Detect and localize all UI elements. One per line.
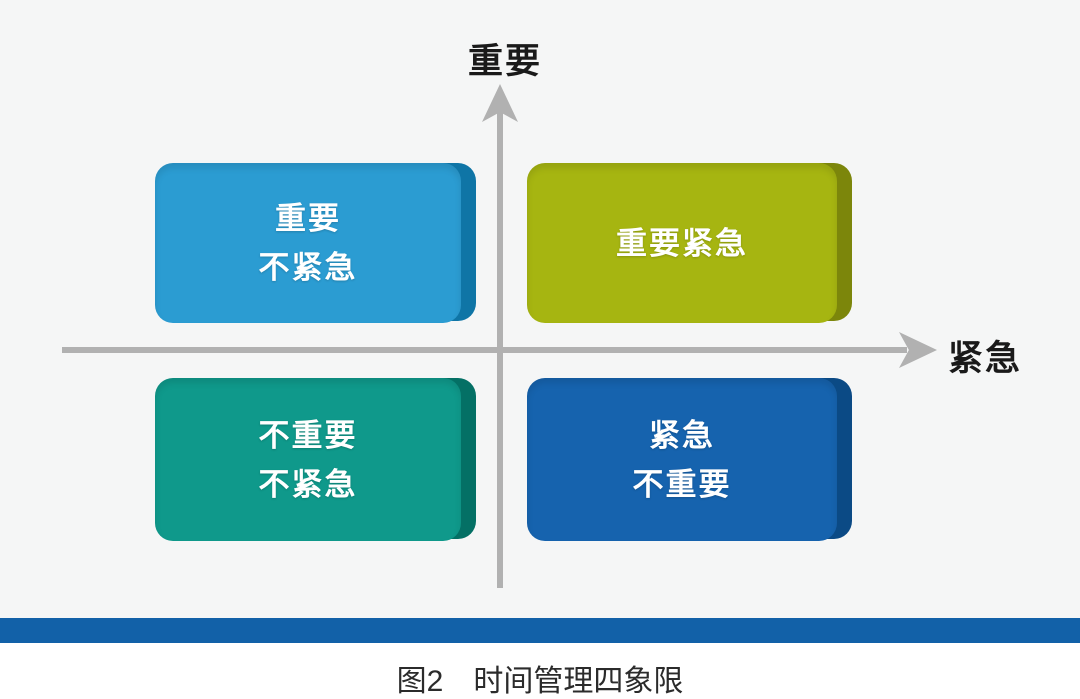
figure-title: 时间管理四象限: [473, 665, 684, 698]
quadrant-not-important-not-urgent: 不重要 不紧急: [155, 378, 476, 541]
quadrant-face: 重要 不紧急: [155, 163, 461, 323]
figure-number: 图2: [396, 665, 444, 698]
quadrant-face: 紧急 不重要: [527, 378, 837, 541]
y-axis-label: 重要: [467, 42, 542, 81]
quadrant-important-urgent: 重要紧急: [527, 163, 852, 323]
quadrant-label-line: 不紧急: [258, 250, 358, 285]
x-axis-line: [62, 347, 907, 353]
quadrant-label-line: 不重要: [632, 466, 732, 502]
quadrant-label-line: 不重要: [258, 417, 358, 453]
quadrant-urgent-not-important: 紧急 不重要: [527, 378, 852, 541]
quadrant-face: 重要紧急: [527, 163, 837, 323]
quadrant-label-line: 重要紧急: [616, 225, 748, 261]
y-axis-line: [497, 100, 503, 588]
footer-background: [0, 643, 1080, 699]
x-axis-label: 紧急: [948, 339, 1023, 378]
quadrant-label-line: 紧急: [649, 417, 715, 453]
quadrant-label-line: 重要: [275, 201, 341, 236]
quadrant-face: 不重要 不紧急: [155, 378, 461, 541]
quadrant-important-not-urgent: 重要 不紧急: [155, 163, 476, 323]
divider-bar: [0, 618, 1080, 643]
figure-caption: 图2 时间管理四象限: [0, 656, 1080, 699]
quadrant-label-line: 不紧急: [258, 466, 358, 502]
